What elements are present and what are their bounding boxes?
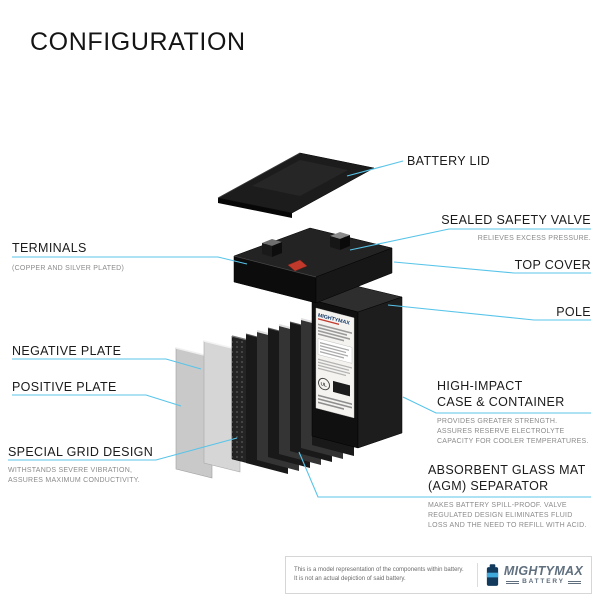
callout-sealed-safety-valve: SEALED SAFETY VALVE RELIEVES EXCESS PRES… [441,212,591,244]
ul-mark-icon [318,377,330,391]
special-grid-design-note: WITHSTANDS SEVERE VIBRATION, ASSURES MAX… [8,467,140,485]
negative-plate-label: NEGATIVE PLATE [12,344,122,358]
footer-disclaimer-box: This is a model representation of the co… [285,556,592,594]
line-positive-plate [12,394,182,407]
callout-high-impact-case: HIGH-IMPACT CASE & CONTAINER PROVIDES GR… [437,378,595,447]
agm-separator-label-line1: ABSORBENT GLASS MAT [428,463,586,477]
callout-positive-plate: POSITIVE PLATE [12,379,117,395]
callout-negative-plate: NEGATIVE PLATE [12,343,121,359]
agm-separator-label-line2: (AGM) SEPARATOR [428,479,549,494]
positive-plate-label: POSITIVE PLATE [12,380,117,394]
brand-line-left [506,580,520,584]
ul-mark-text: UL [321,381,327,388]
line-pole [387,304,591,321]
brand-logo: MIGHTYMAX BATTERY [485,563,583,587]
line-negative-plate [12,358,202,370]
callout-special-grid-design: SPECIAL GRID DESIGN WITHSTANDS SEVERE VI… [8,444,168,487]
negative-plate-graphic [175,347,213,479]
battery-lid-graphic [217,152,375,218]
terminals-note: (COPPER AND SILVER PLATED) [12,265,125,273]
top-cover-label: TOP COVER [514,258,591,272]
safety-valve-graphic [287,259,308,272]
top-cover-graphic [233,227,393,304]
brand-word: BATTERY [522,578,565,585]
callout-terminals: TERMINALS (COPPER AND SILVER PLATED) [12,240,124,274]
footer-divider [476,563,478,587]
line-battery-lid [346,160,404,177]
callout-lines [8,160,591,498]
disclaimer-text: This is a model representation of the co… [294,566,470,585]
battery-lid-label: BATTERY LID [407,154,491,168]
page-title: CONFIGURATION [30,28,246,56]
line-terminals [12,256,248,265]
pole-label: POLE [556,305,591,319]
line-special-grid [8,437,238,461]
high-impact-case-label-line1: HIGH-IMPACT [437,379,523,393]
sealed-safety-valve-note: RELIEVES EXCESS PRESSURE. [477,235,591,243]
case-container-graphic: MIGHTYMAX UL [311,285,403,449]
brand-name: MIGHTYMAX [503,563,583,578]
line-top-cover [393,261,591,274]
line-agm-separator [298,451,591,498]
line-high-impact-case [402,396,591,414]
terminals-label: TERMINALS [12,241,87,255]
terminal-post-left [262,239,282,257]
callout-battery-lid: BATTERY LID [407,153,490,169]
disclaimer-line1: This is a model representation of the co… [294,566,464,573]
sealed-safety-valve-label: SEALED SAFETY VALVE [441,213,591,227]
high-impact-case-label-line2: CASE & CONTAINER [437,395,565,410]
disclaimer-line2: It is not an actual depiction of said ba… [294,576,406,582]
terminal-post-right [330,232,350,250]
high-impact-case-note: PROVIDES GREATER STRENGTH. ASSURES RESER… [437,417,589,445]
callout-pole: POLE [556,304,591,320]
special-grid-design-label: SPECIAL GRID DESIGN [8,445,154,459]
battery-product-label: MIGHTYMAX UL [315,307,355,419]
brand-line-right [567,580,581,584]
callout-top-cover: TOP COVER [515,257,591,273]
line-sealed-safety-valve [349,228,591,251]
agm-separator-note: MAKES BATTERY SPILL-PROOF. VALVE REGULAT… [428,501,587,529]
brand-battery-icon [486,563,499,586]
callout-agm-separator: ABSORBENT GLASS MAT (AGM) SEPARATOR MAKE… [428,462,588,531]
